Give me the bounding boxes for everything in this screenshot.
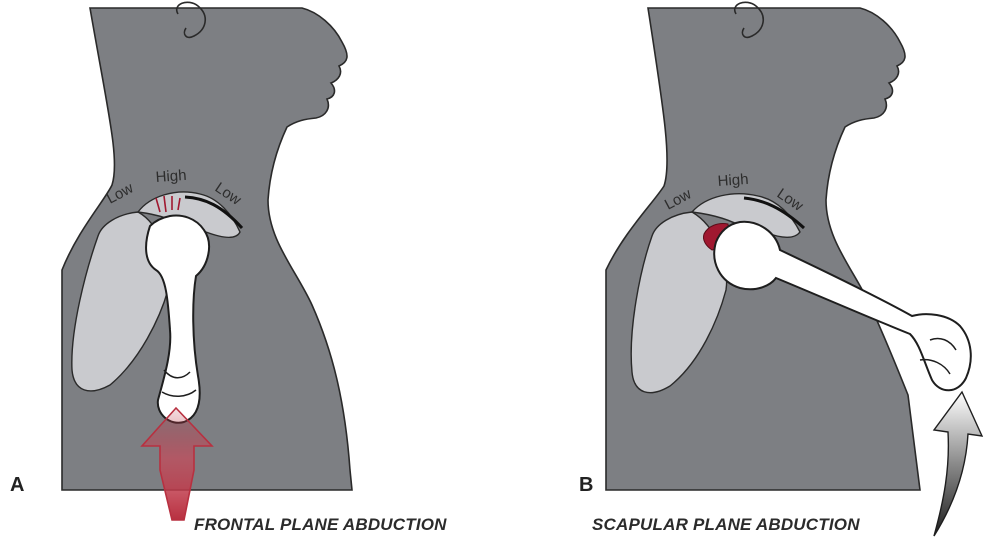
- caption-a: FRONTAL PLANE ABDUCTION: [194, 515, 447, 535]
- rotation-arrow-b: [934, 392, 982, 536]
- panel-letter-a: A: [10, 474, 24, 497]
- panel-a: Low High Low: [62, 2, 352, 520]
- panel-b: Low High Low: [606, 2, 982, 536]
- panel-letter-b: B: [579, 474, 593, 497]
- label-high-b: High: [717, 171, 749, 190]
- caption-b: SCAPULAR PLANE ABDUCTION: [592, 515, 860, 535]
- label-high-a: High: [155, 167, 187, 186]
